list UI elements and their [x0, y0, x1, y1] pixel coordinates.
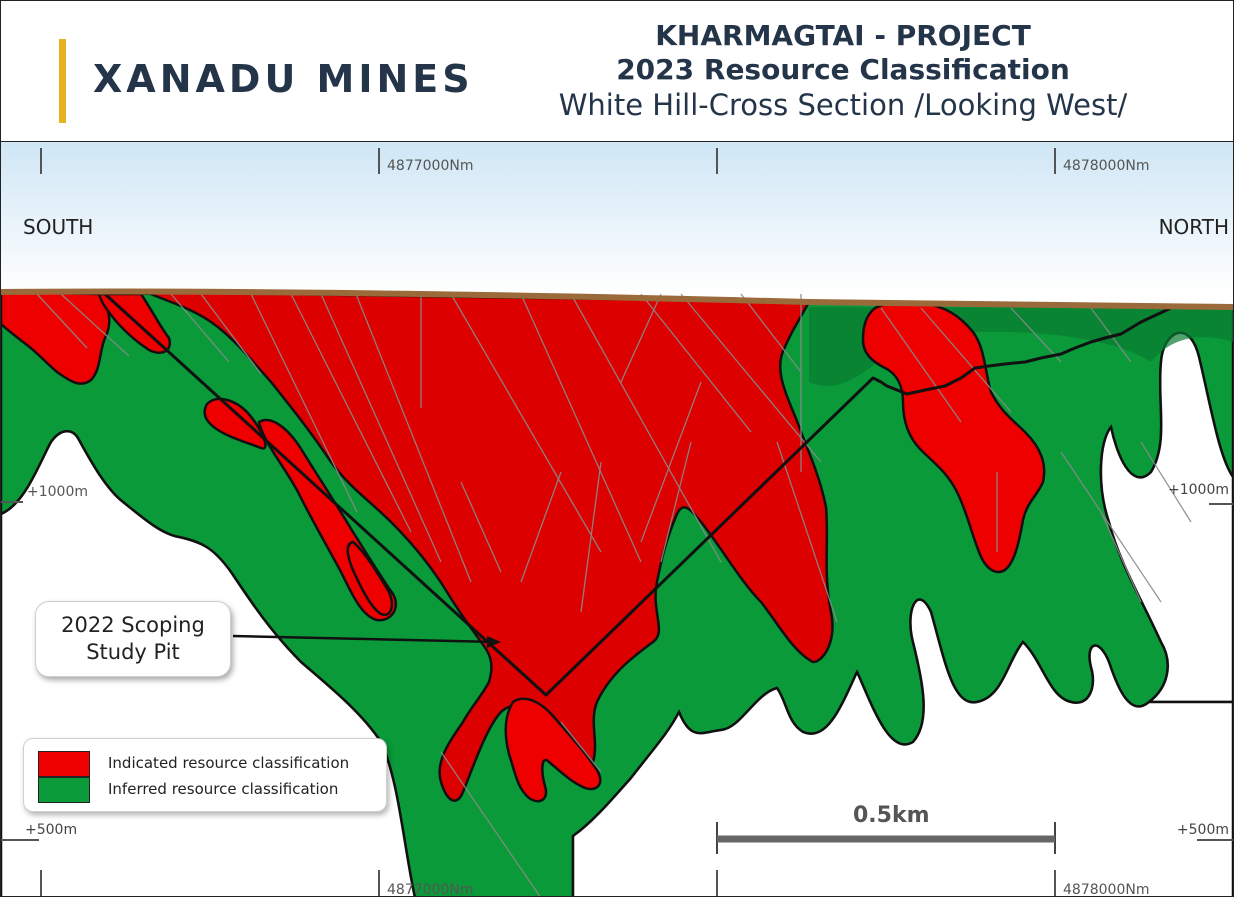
void-lower-right — [571, 598, 1233, 896]
legend-swatch-indicated — [38, 751, 90, 777]
northing-top-right: 4878000Nm — [1063, 158, 1149, 174]
callout-arrowhead — [487, 636, 501, 648]
indicated-lens-right — [861, 301, 1046, 574]
legend-label-inferred: Inferred resource classification — [108, 780, 339, 798]
project-title: KHARMAGTAI - PROJECT — [655, 19, 1031, 52]
logo-accent-bar — [59, 39, 66, 123]
figure-title: 2023 Resource Classification — [616, 53, 1070, 86]
northing-top-left: 4877000Nm — [387, 158, 473, 174]
direction-north: NORTH — [1159, 215, 1229, 239]
indicated-finger-lower — [504, 697, 602, 803]
topographic-surface — [1, 288, 1233, 310]
scale-bar-label: 0.5km — [853, 803, 930, 828]
header: XANADU MINES KHARMAGTAI - PROJECT 2023 R… — [1, 1, 1233, 142]
void-right-notch — [1099, 331, 1233, 704]
indicated-finger-3 — [346, 540, 393, 617]
drillholes — [36, 293, 1192, 896]
elevation-label-upper-left: +1000m — [27, 484, 88, 500]
pit-callout-line1: 2022 Scoping — [61, 613, 205, 637]
elevation-label-lower-right: +500m — [1177, 822, 1229, 838]
scoping-pit-outline — [103, 292, 1172, 697]
scale-bar — [716, 822, 1056, 854]
direction-south: SOUTH — [23, 215, 93, 239]
elevation-label-lower-left: +500m — [25, 822, 77, 838]
pit-callout: 2022 Scoping Study Pit — [35, 601, 231, 677]
indicated-lens-left — [1, 290, 111, 385]
brand-logo: XANADU MINES — [93, 57, 474, 101]
callout-arrow — [232, 634, 498, 644]
northing-bottom-right: 4878000Nm — [1063, 882, 1149, 897]
figure-subtitle: White Hill-Cross Section /Looking West/ — [558, 88, 1128, 122]
title-block: KHARMAGTAI - PROJECT 2023 Resource Class… — [523, 19, 1163, 123]
sky-band — [1, 142, 1233, 294]
elevation-label-upper-right: +1000m — [1168, 482, 1229, 498]
legend-label-indicated: Indicated resource classification — [108, 754, 350, 772]
indicated-finger-1 — [203, 397, 267, 450]
northing-bottom-left: 4877000Nm — [387, 882, 473, 897]
legend-swatch-inferred — [38, 777, 90, 803]
legend: Indicated resource classification Inferr… — [23, 738, 387, 812]
pit-callout-line2: Study Pit — [86, 640, 180, 664]
grid-ticks — [1, 148, 1233, 896]
